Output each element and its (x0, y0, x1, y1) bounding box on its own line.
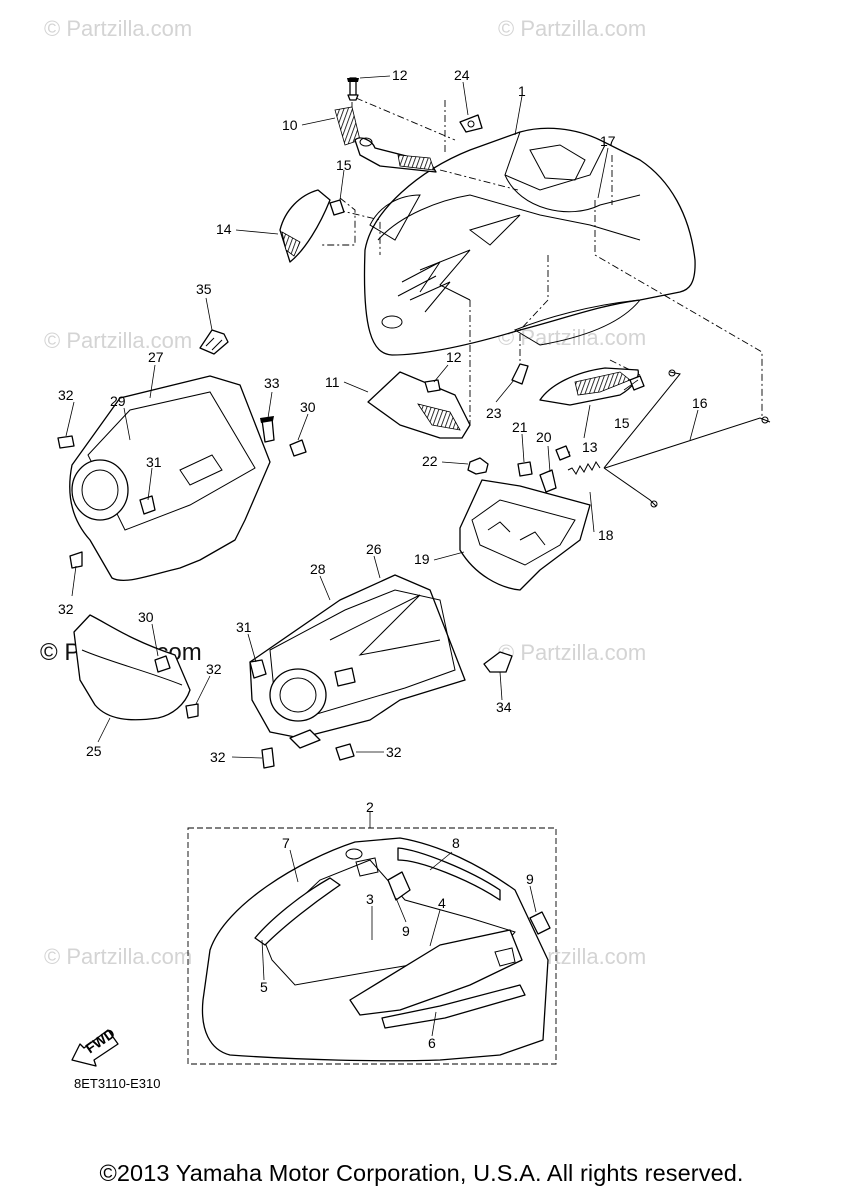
callout-20: 20 (536, 429, 552, 445)
part-34-clip (483, 651, 513, 673)
callout-2: 2 (366, 799, 374, 815)
callout-23: 23 (486, 405, 502, 421)
part-13-panel (539, 367, 645, 406)
part-6-strip (381, 984, 526, 1029)
part-23-clip (511, 363, 529, 385)
callout-28: 28 (310, 561, 326, 577)
callout-32: 32 (210, 749, 226, 765)
callout-25: 25 (86, 743, 102, 759)
callout-leaders (65, 75, 699, 1037)
callout-31: 31 (146, 454, 162, 470)
part-7-strip (254, 877, 341, 946)
callout-32: 32 (206, 661, 222, 677)
assembly-lines (320, 97, 763, 425)
callout-12: 12 (392, 67, 408, 83)
watermark: © Partzilla.com (44, 944, 192, 969)
part-32-screw (57, 435, 355, 769)
callout-9: 9 (526, 871, 534, 887)
kit-boundary (187, 827, 557, 1065)
callout-30: 30 (138, 609, 154, 625)
callout-19: 19 (414, 551, 430, 567)
callout-27: 27 (148, 349, 164, 365)
callout-21: 21 (512, 419, 528, 435)
part-33-screw (260, 416, 275, 443)
callout-10: 10 (282, 117, 298, 133)
watermark: © Partzilla.com (498, 640, 646, 665)
part-9-clip (529, 911, 551, 935)
callout-17: 17 (600, 133, 616, 149)
callout-1: 1 (518, 83, 526, 99)
part-8-strip (397, 847, 501, 901)
callout-8: 8 (452, 835, 460, 851)
part-35-clip (199, 329, 229, 355)
part-26-side-panel (249, 574, 466, 749)
part-16-cable (603, 369, 771, 508)
callout-26: 26 (366, 541, 382, 557)
watermark: © Partzilla.com (498, 16, 646, 41)
callout-12: 12 (446, 349, 462, 365)
callout-15: 15 (336, 157, 352, 173)
part-11-panel (367, 371, 471, 439)
callout-7: 7 (282, 835, 290, 851)
callout-9: 9 (402, 923, 410, 939)
callout-24: 24 (454, 67, 470, 83)
part-14-panel (279, 189, 345, 263)
callout-34: 34 (496, 699, 512, 715)
callout-15: 15 (614, 415, 630, 431)
callout-32: 32 (386, 744, 402, 760)
callout-3: 3 (366, 891, 374, 907)
part-10-duct (334, 106, 437, 173)
callout-18: 18 (598, 527, 614, 543)
callout-6: 6 (428, 1035, 436, 1051)
fwd-arrow-icon: FWD (71, 1025, 119, 1067)
callout-13: 13 (582, 439, 598, 455)
callout-5: 5 (260, 979, 268, 995)
callout-4: 4 (438, 895, 446, 911)
callout-33: 33 (264, 375, 280, 391)
callout-32: 32 (58, 601, 74, 617)
part-25-cover (73, 614, 191, 721)
callout-22: 22 (422, 453, 438, 469)
part-22-nut (467, 457, 489, 475)
callout-14: 14 (216, 221, 232, 237)
part-19-tray (459, 479, 591, 591)
callout-16: 16 (692, 395, 708, 411)
watermark: © Partzilla.com (44, 16, 192, 41)
part-24-clip (459, 114, 483, 133)
callout-32: 32 (58, 387, 74, 403)
callout-11: 11 (325, 374, 340, 390)
callout-35: 35 (196, 281, 212, 297)
part-21-screw (517, 461, 557, 493)
part-20-screw (555, 445, 571, 461)
part-27-side-panel (69, 375, 271, 582)
callout-29: 29 (110, 393, 126, 409)
callout-30: 30 (300, 399, 316, 415)
callout-31: 31 (236, 619, 252, 635)
watermark: © Partzilla.com (44, 328, 192, 353)
part-30-clip (289, 439, 307, 457)
diagram-code: 8ET3110-E310 (74, 1076, 161, 1091)
copyright-notice: ©2013 Yamaha Motor Corporation, U.S.A. A… (99, 1160, 744, 1186)
part-4-panel (349, 929, 523, 1016)
part-12-screw (347, 77, 359, 101)
callout-labels: 1 2 3 4 5 6 7 8 9 9 10 11 12 12 13 14 15… (58, 67, 708, 1051)
